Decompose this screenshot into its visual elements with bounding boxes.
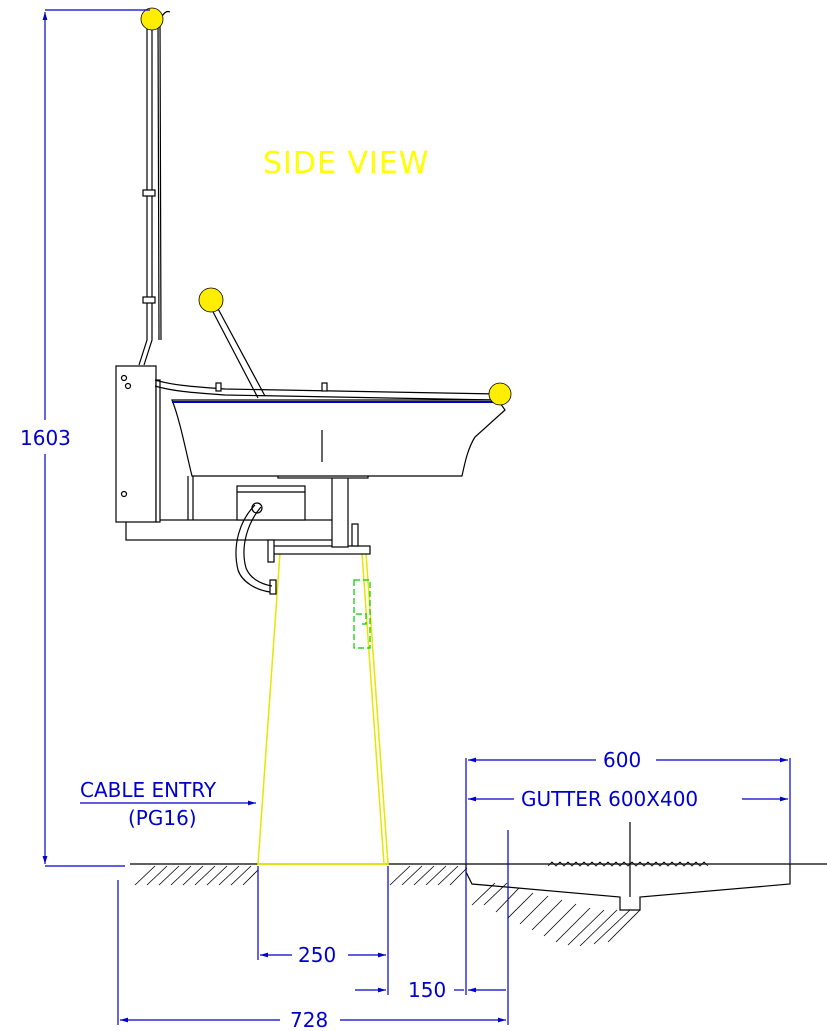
cable-entry-spec: (PG16)	[128, 806, 197, 830]
offset-value: 150	[408, 978, 446, 1002]
total-length-value: 728	[290, 1008, 328, 1031]
main-body	[171, 399, 506, 520]
mounting-assembly	[125, 461, 371, 563]
arm-lamp	[198, 287, 224, 313]
control-box	[115, 365, 161, 523]
lamps	[140, 7, 512, 406]
bottom-dimensions	[117, 830, 509, 1025]
gutter	[465, 822, 791, 911]
pedestal	[257, 552, 389, 865]
gutter-dimensions	[465, 757, 791, 864]
gutter-label: GUTTER 600X400	[521, 787, 698, 811]
gutter-grating	[547, 861, 709, 867]
top-lamp	[140, 7, 164, 31]
rods	[138, 10, 499, 401]
tip-lamp	[488, 382, 512, 406]
view-title: SIDE VIEW	[263, 146, 429, 181]
hidden-bracket	[353, 579, 371, 649]
base-width-value: 250	[298, 943, 336, 967]
gutter-width-value: 600	[603, 748, 641, 772]
cable-entry-label: CABLE ENTRY	[80, 778, 217, 802]
ground-hatching	[134, 865, 641, 947]
cable	[235, 502, 277, 595]
height-dimension	[42, 9, 150, 867]
height-value: 1603	[20, 426, 71, 450]
